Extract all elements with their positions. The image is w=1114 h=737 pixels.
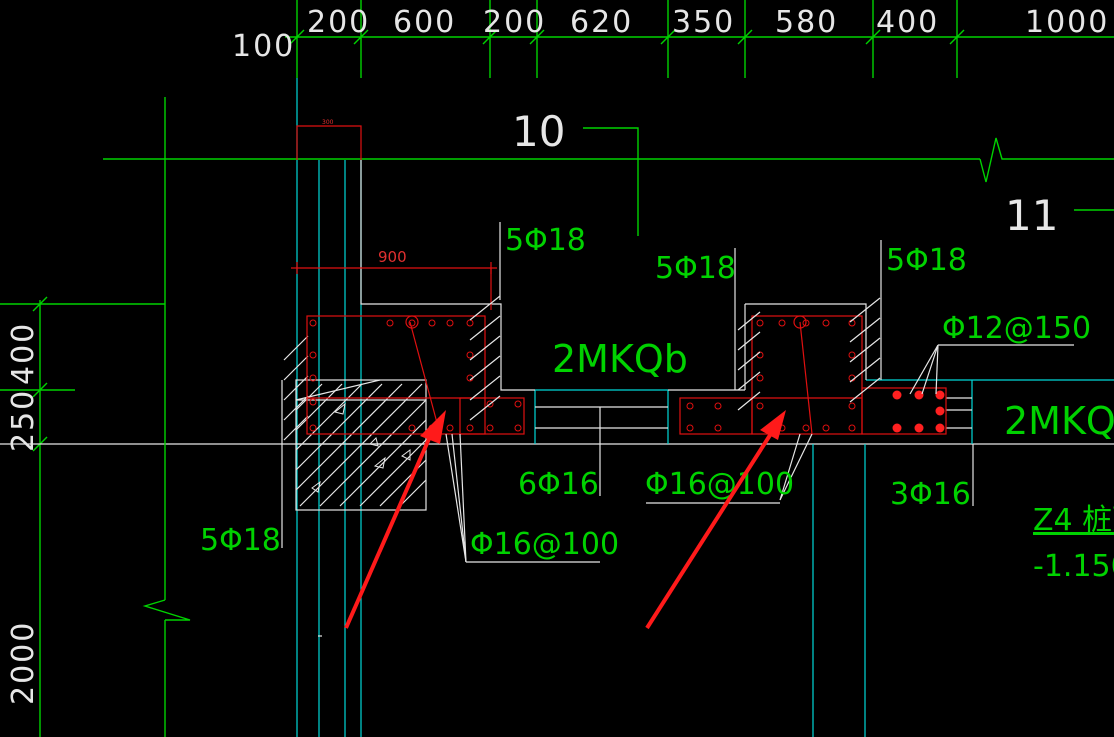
dim-left-400: 400: [6, 322, 41, 385]
rebar-dot: [514, 400, 522, 408]
label-5phi18-left-top: 5Φ18: [505, 223, 586, 258]
rebar-dot: [309, 374, 317, 382]
rebar-dot-solid: [914, 423, 924, 433]
rebar-dot: [848, 424, 856, 432]
red-dim-300: 300: [322, 119, 334, 126]
dim-top-4: 620: [570, 5, 633, 40]
dim-top-3: 200: [483, 5, 546, 40]
rebar-dot: [714, 424, 722, 432]
dim-top-2: 600: [393, 5, 456, 40]
rebar-dot: [309, 351, 317, 359]
label-phi16-100-left: Φ16@100: [470, 527, 619, 562]
rebar-dot: [756, 351, 764, 359]
break-symbol-top: [979, 137, 1114, 183]
label-5phi18-mid-top: 5Φ18: [655, 251, 736, 286]
rebar-dot: [446, 319, 454, 327]
red-dimensions: [291, 125, 497, 310]
annotation-arrow-left: [344, 410, 446, 629]
rebar-dot: [756, 402, 764, 410]
label-2mkqb: 2MKQb: [552, 337, 688, 381]
rebar-dot-solid: [935, 423, 945, 433]
rebar-dot: [848, 402, 856, 410]
rebar-cage-right: [679, 315, 947, 435]
left-dimension-chain: [0, 296, 165, 737]
label-phi12-150: Φ12@150: [942, 311, 1091, 346]
label-6phi16: 6Φ16: [518, 467, 599, 502]
rebar-dot: [466, 351, 474, 359]
rebar-dots: [309, 315, 945, 433]
rebar-dot: [309, 319, 317, 327]
rebar-dot: [446, 424, 454, 432]
leader-lines: [445, 344, 1074, 563]
rebar-dot: [386, 319, 394, 327]
note-title: Z4 桩顶梯: [1033, 503, 1114, 538]
rebar-cage-left: [306, 315, 525, 435]
rebar-dot-solid: [935, 406, 945, 416]
dim-top-7: 400: [876, 5, 939, 40]
rebar-dot: [802, 424, 810, 432]
red-dim-900: 900: [378, 248, 407, 266]
axis-leader-10: [583, 127, 639, 236]
label-2mkqa: 2MKQa: [1004, 399, 1114, 443]
label-phi16-100-mid: Φ16@100: [645, 467, 794, 502]
stirrup-hatches: [469, 295, 881, 421]
wall-outline: [281, 160, 974, 548]
rebar-dot: [486, 400, 494, 408]
top-dimension-chain: [285, 0, 1114, 78]
dim-top-6: 580: [775, 5, 838, 40]
rebar-dot: [686, 402, 694, 410]
rebar-dot: [514, 424, 522, 432]
rebar-dot: [686, 424, 694, 432]
rebar-dot: [408, 424, 416, 432]
rebar-hook: [405, 315, 419, 329]
rebar-dot: [466, 319, 474, 327]
rebar-dot: [714, 402, 722, 410]
cyan-structure-lines: [296, 78, 1114, 737]
dim-top-8: 1000: [1025, 5, 1109, 40]
rebar-dot: [822, 424, 830, 432]
rebar-dot-solid: [914, 390, 924, 400]
rebar-dot: [408, 319, 416, 327]
label-3phi16: 3Φ16: [890, 477, 971, 512]
rebar-dot-solid: [892, 423, 902, 433]
rebar-hook: [793, 315, 807, 329]
annotation-arrow-right: [645, 410, 786, 630]
rebar-dot: [428, 319, 436, 327]
rebar-dot: [778, 319, 786, 327]
dim-top-5: 350: [672, 5, 735, 40]
rebar-dot: [486, 424, 494, 432]
dim-left-2000: 2000: [6, 621, 41, 705]
rebar-dot-solid: [935, 390, 945, 400]
note-elevation: -1.150: [1033, 549, 1114, 584]
axis-label-10: 10: [512, 107, 565, 156]
rebar-dot: [848, 351, 856, 359]
label-5phi18-left-bottom: 5Φ18: [200, 523, 281, 558]
rebar-dot-solid: [892, 390, 902, 400]
rebar-dot: [756, 374, 764, 382]
left-column: [142, 97, 191, 737]
dim-left-top: 100: [232, 29, 295, 64]
rebar-dot: [466, 424, 474, 432]
dim-left-250: 250: [6, 389, 41, 452]
pile-cap: [283, 335, 427, 511]
rebar-dot: [309, 424, 317, 432]
rebar-dot: [309, 398, 317, 406]
label-5phi18-right-top: 5Φ18: [886, 243, 967, 278]
axis-label-11: 11: [1005, 191, 1058, 240]
rebar-dot: [756, 319, 764, 327]
dim-top-1: 200: [307, 5, 370, 40]
rebar-dot: [822, 319, 830, 327]
